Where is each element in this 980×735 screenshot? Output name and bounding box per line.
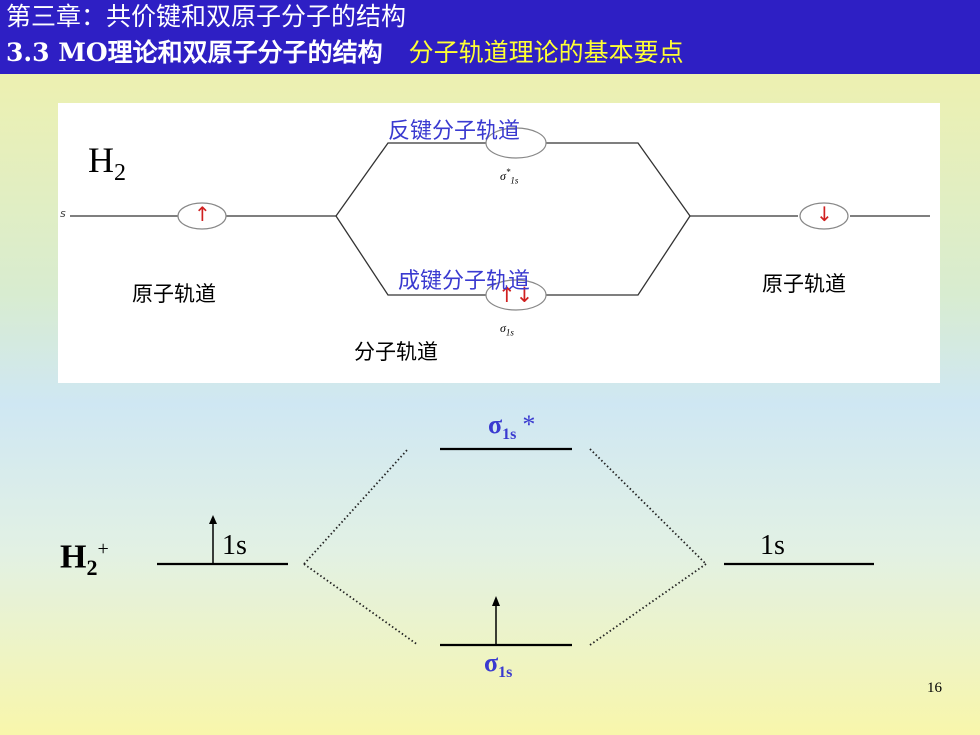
right-atomic-orbital — [799, 202, 849, 230]
h2-plus-molecule-label: H2+ — [60, 538, 109, 581]
antibonding-orbital — [485, 127, 547, 159]
left-atomic-orbital — [177, 202, 227, 230]
page-number: 16 — [927, 680, 942, 696]
bonding-pair-arrows: ↑↓ — [498, 283, 534, 307]
right-atomic-orbital-label: 原子轨道 — [762, 272, 846, 296]
section-number-title: 3.3 MO理论和双原子分子的结构 — [6, 38, 383, 67]
section-highlight: 分子轨道理论的基本要点 — [408, 38, 684, 67]
antibonding-sigma-label: σ1s* — [488, 410, 536, 444]
section-title: 3.3 MO理论和双原子分子的结构分子轨道理论的基本要点 — [6, 38, 684, 68]
left-up-arrow: ↑ — [194, 202, 211, 226]
chapter-title: 第三章：共价键和双原子分子的结构 — [6, 2, 407, 31]
antibonding-symbol: σ*1s — [500, 167, 519, 186]
slide-header: 第三章：共价键和双原子分子的结构 3.3 MO理论和双原子分子的结构分子轨道理论… — [0, 0, 980, 74]
bonding-sigma-label: σ1s — [484, 648, 513, 682]
bonding-symbol: σ1s — [500, 321, 514, 338]
left-edge-char: s — [60, 207, 66, 220]
left-atomic-orbital-label: 原子轨道 — [132, 282, 216, 306]
right-down-arrow: ↓ — [816, 202, 833, 226]
bonding-mo-label: 成键分子轨道 — [398, 269, 531, 294]
bonding-orbital — [485, 279, 547, 311]
antibonding-mo-label: 反键分子轨道 — [388, 119, 521, 144]
left-1s-label: 1s — [222, 530, 247, 561]
h2-molecule-label: H2 — [88, 140, 126, 187]
h2-diagram-lines — [70, 127, 930, 311]
molecular-orbital-label: 分子轨道 — [354, 340, 438, 364]
h2-mo-diagram-image: H2 s ↑ ↓ ↑↓ 反键分子轨道 成键分子轨道 σ*1s σ1s 原子轨道 … — [58, 103, 940, 383]
right-1s-label: 1s — [760, 530, 785, 561]
